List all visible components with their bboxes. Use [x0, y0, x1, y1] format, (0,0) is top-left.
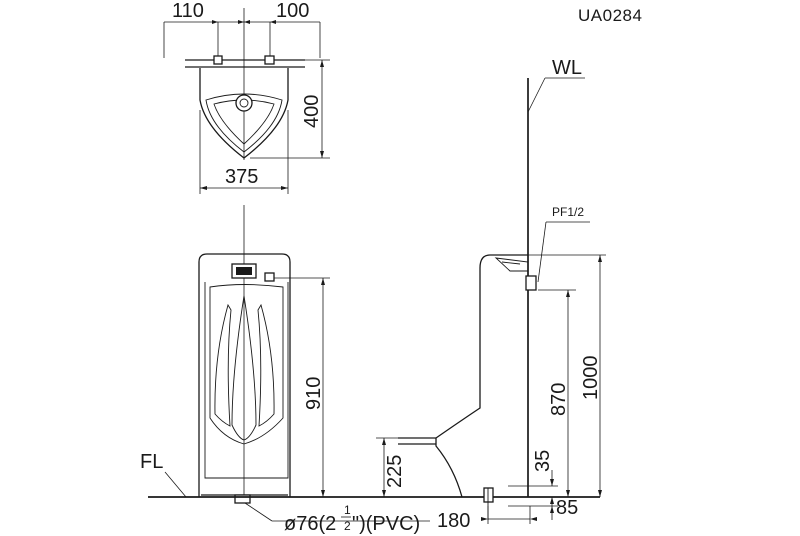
top-view: 110 100 400 375 [163, 0, 330, 194]
inlet-fitting-label: PF1/2 [552, 205, 584, 219]
floor-line-label: FL [140, 451, 163, 473]
dim-depth: 400 [301, 95, 323, 128]
front-view: 910 [198, 205, 330, 504]
dim-top-left: 110 [172, 0, 204, 22]
side-view: WL PF1/2 225 180 870 [376, 57, 606, 532]
floor-line: FL [140, 451, 600, 498]
drain-pipe-fraction-den: 2 [344, 519, 351, 533]
dim-floor-gap-large: 85 [556, 497, 578, 519]
dim-floor-gap-small: 35 [532, 450, 554, 472]
dim-top-right: 100 [276, 0, 309, 22]
drain-pipe-suffix: ")(PVC) [352, 513, 420, 535]
drain-pipe-callout: ø76(2 1 2 ")(PVC) [244, 502, 430, 535]
dim-inlet-height: 870 [548, 383, 570, 416]
dim-outlet-depth: 180 [437, 510, 470, 532]
wall-line-label: WL [552, 57, 582, 79]
drain-pipe-prefix: ø76(2 [284, 513, 336, 535]
dim-front-height: 910 [303, 377, 325, 410]
dim-total-height: 1000 [580, 356, 602, 401]
model-code: UA0284 [578, 6, 642, 25]
dim-width: 375 [225, 166, 258, 188]
drain-pipe-fraction-num: 1 [344, 503, 351, 517]
dim-outlet-height: 225 [384, 455, 406, 488]
